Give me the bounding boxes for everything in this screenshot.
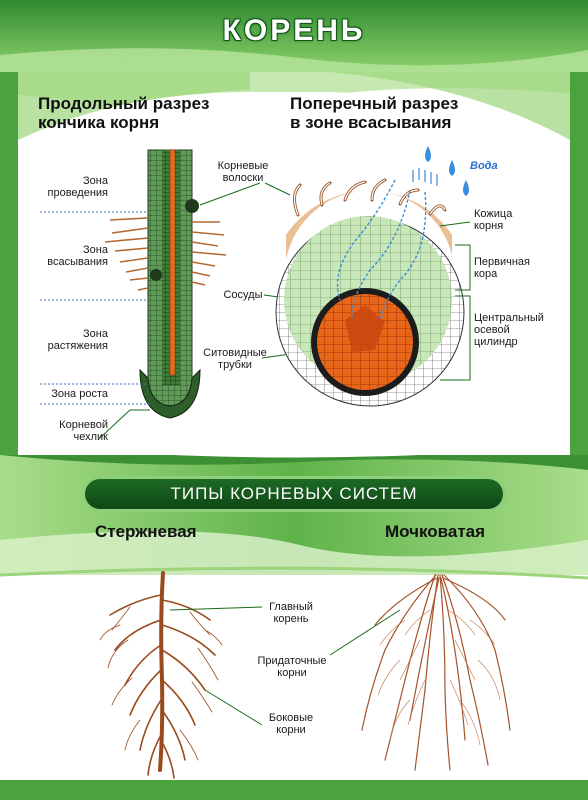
label-line: Зона (83, 175, 108, 187)
zone-conduction-label: Зона проведения (40, 175, 109, 199)
fibrous-root-title: Мочковатая (385, 522, 486, 541)
header-line: в зоне всасывания (290, 113, 452, 132)
vessels-label: Сосуды (223, 289, 263, 301)
label-line: всасывания (47, 256, 108, 268)
label-line: корни (277, 667, 307, 679)
label-line: чехлик (73, 431, 108, 443)
label-line: Главный (269, 601, 313, 613)
label-line: Корневые (217, 160, 269, 172)
label-line: корня (474, 220, 504, 232)
tap-root-title: Стержневая (95, 522, 197, 541)
label-line: осевой (474, 324, 510, 336)
root-skin-label: Кожица корня (474, 208, 554, 232)
cross-section-header: Поперечный разрез в зоне всасывания (290, 94, 510, 132)
main-root-label: Главный корень (256, 601, 326, 625)
label-line: цилиндр (474, 336, 518, 348)
label-line: растяжения (47, 340, 108, 352)
longitudinal-section-header: Продольный разрез кончика корня (38, 94, 248, 132)
label-line: корни (276, 724, 306, 736)
label-line: Центральный (474, 312, 544, 324)
label-line: Боковые (268, 712, 314, 724)
banner-text: ТИПЫ КОРНЕВЫХ СИСТЕМ (170, 484, 418, 503)
label-line: Зона (83, 328, 108, 340)
zone-elongation-label: Зона растяжения (40, 328, 108, 352)
page-title: КОРЕНЬ (222, 14, 366, 47)
adventitious-roots-label: Придаточные корни (252, 655, 332, 679)
label-line: Первичная (474, 256, 531, 268)
zone-absorption-label: Зона всасывания (40, 244, 108, 268)
root-systems-banner: ТИПЫ КОРНЕВЫХ СИСТЕМ (85, 479, 503, 509)
zone-growth-label: Зона роста (51, 388, 108, 400)
header-line: Поперечный разрез (290, 94, 459, 113)
sieve-tubes-label: Ситовидные трубки (200, 347, 270, 371)
label-line: Ситовидные (203, 347, 267, 359)
central-cylinder-label: Центральный осевой цилиндр (474, 312, 564, 348)
header-line: Продольный разрез (38, 94, 210, 113)
label-line: трубки (218, 359, 252, 371)
water-label: Вода (470, 160, 498, 172)
label-line: кора (474, 268, 498, 280)
label-line: Придаточные (257, 655, 327, 667)
label-line: Кожица (474, 208, 513, 220)
primary-cortex-label: Первичная кора (474, 256, 554, 280)
header-line: кончика корня (38, 113, 160, 132)
label-line: проведения (47, 187, 109, 199)
label-line: корень (273, 613, 309, 625)
root-cap-label: Корневой чехлик (40, 419, 108, 443)
label-line: волоски (222, 172, 264, 184)
lateral-roots-label: Боковые корни (256, 712, 326, 736)
label-line: Корневой (59, 419, 108, 431)
label-line: Зона (83, 244, 108, 256)
root-hairs-label: Корневые волоски (208, 160, 278, 184)
